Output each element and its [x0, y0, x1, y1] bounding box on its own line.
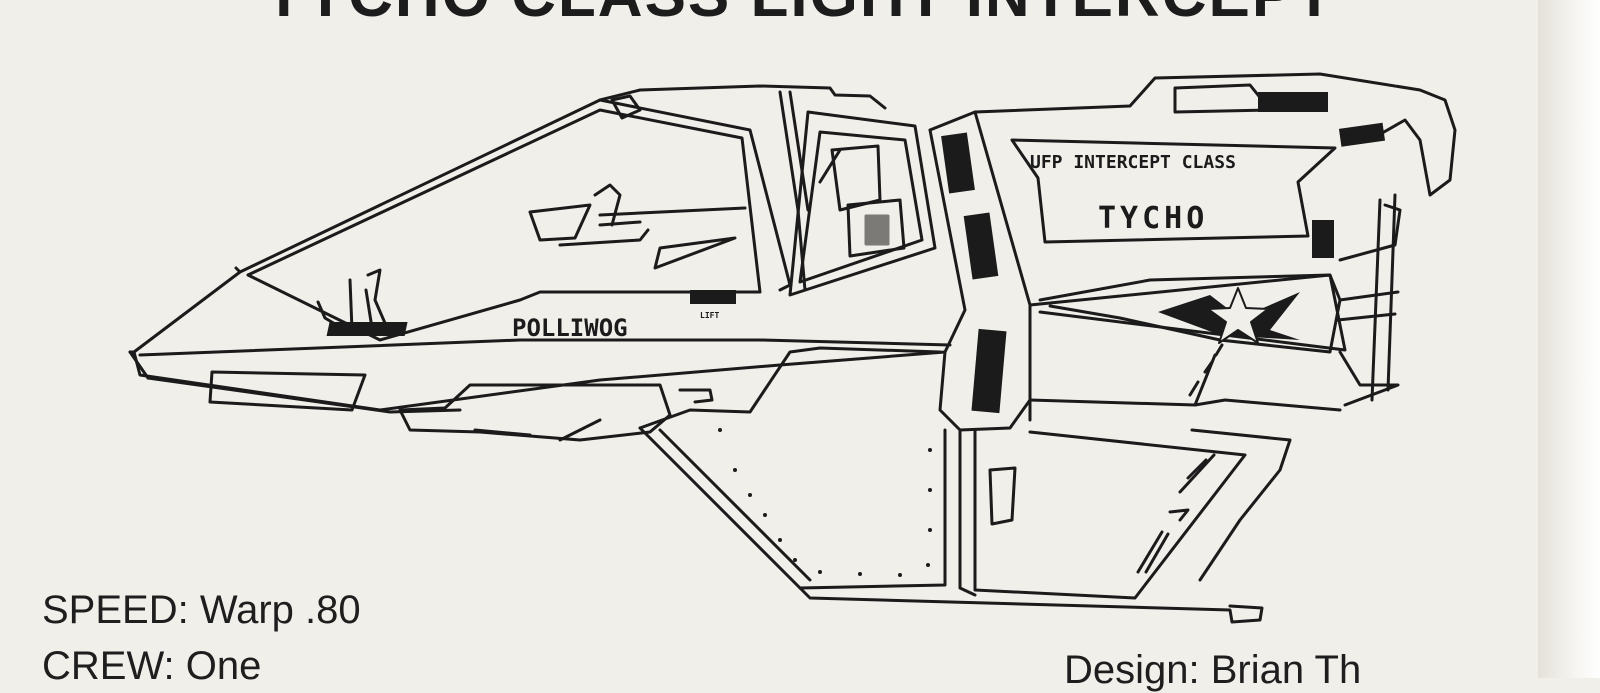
- forward-hull: [128, 84, 952, 442]
- star-emblem-icon: [1158, 287, 1300, 344]
- lift-label: LIFT: [700, 311, 719, 320]
- crew-spec: CREW: One: [42, 644, 262, 688]
- paper-edge: [1538, 0, 1600, 678]
- ship-name-label: POLLIWOG: [512, 314, 628, 342]
- design-credit: Design: Brian Th: [1064, 648, 1362, 692]
- rear-engine-block: [928, 72, 1457, 582]
- landing-legs: [638, 343, 1264, 624]
- page-title: TYCHO CLASS LIGHT INTERCEPT: [0, 0, 1600, 31]
- ship-nameplate: TYCHO: [1098, 201, 1208, 236]
- vent-grilles: [326, 92, 1386, 414]
- class-label: UFP INTERCEPT CLASS: [1030, 152, 1236, 173]
- ship-line-drawing: POLLIWOG LIFT UFP INTERCEPT CLASS TYCHO: [128, 72, 1457, 624]
- speed-spec: SPEED: Warp .80: [42, 588, 361, 632]
- mid-module: [788, 110, 937, 297]
